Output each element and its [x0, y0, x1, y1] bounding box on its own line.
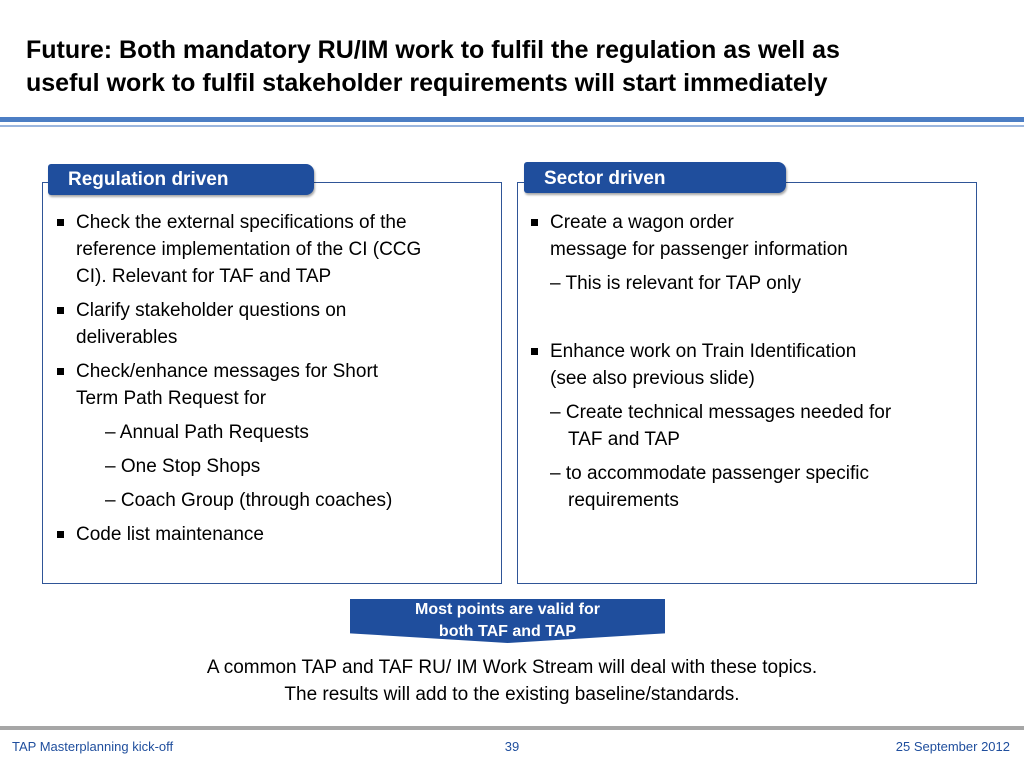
- summary-text: A common TAP and TAF RU/ IM Work Stream …: [0, 654, 1024, 708]
- spacer: [530, 304, 970, 338]
- sector-tab: Sector driven: [524, 162, 786, 193]
- item-text: CI). Relevant for TAF and TAP: [76, 266, 332, 287]
- summary-line-1: A common TAP and TAF RU/ IM Work Stream …: [206, 657, 818, 678]
- item-text: Check/enhance messages for Short: [76, 361, 379, 382]
- slide-title: Future: Both mandatory RU/IM work to ful…: [26, 34, 1006, 100]
- sub-item: – Annual Path Requests: [105, 422, 309, 443]
- item-text: Check the external specifications of the: [76, 212, 407, 233]
- square-bullet-icon: [57, 307, 64, 314]
- footer-presentation-title: TAP Masterplanning kick-off: [12, 739, 174, 754]
- sub-item-text: requirements: [568, 490, 679, 511]
- sub-item: – One Stop Shops: [105, 456, 261, 477]
- slide-title-line-1: Future: Both mandatory RU/IM work to ful…: [26, 36, 840, 64]
- list-item: Code list maintenance: [56, 521, 494, 548]
- item-text: Code list maintenance: [76, 524, 264, 545]
- footer-date: 25 September 2012: [895, 739, 1010, 754]
- callout-line-2: both TAF and TAP: [438, 623, 577, 640]
- title-divider-thin: [0, 125, 1024, 127]
- item-text: Term Path Request for: [76, 388, 267, 409]
- sub-item: – Coach Group (through coaches): [105, 490, 393, 511]
- list-item: Clarify stakeholder questions on deliver…: [56, 297, 494, 351]
- square-bullet-icon: [531, 348, 538, 355]
- square-bullet-icon: [57, 219, 64, 226]
- regulation-content: Check the external specifications of the…: [56, 209, 494, 555]
- item-text: Enhance work on Train Identification: [550, 341, 857, 362]
- sector-content: Create a wagon order message for passeng…: [530, 209, 970, 521]
- list-item: Create a wagon order message for passeng…: [530, 209, 970, 263]
- sector-panel: [517, 182, 977, 584]
- sub-item-text: TAF and TAP: [568, 429, 680, 450]
- square-bullet-icon: [531, 219, 538, 226]
- sub-item: – This is relevant for TAP only: [550, 273, 801, 294]
- sub-item-text: – to accommodate passenger specific: [550, 463, 869, 484]
- item-text: Clarify stakeholder questions on: [76, 300, 347, 321]
- sub-item: – Create technical messages needed for T…: [530, 399, 970, 453]
- item-text: reference implementation of the CI (CCG: [76, 239, 422, 260]
- list-item: Enhance work on Train Identification (se…: [530, 338, 970, 392]
- summary-line-2: The results will add to the existing bas…: [284, 684, 740, 705]
- title-divider-thick: [0, 117, 1024, 122]
- sub-item-text: – Create technical messages needed for: [550, 402, 892, 423]
- item-text: message for passenger information: [550, 239, 848, 260]
- regulation-tab: Regulation driven: [48, 164, 314, 195]
- item-text: Create a wagon order: [550, 212, 734, 233]
- callout-line-1: Most points are valid for: [415, 601, 600, 618]
- sub-item: – to accommodate passenger specific requ…: [530, 460, 970, 514]
- regulation-panel: [42, 182, 502, 584]
- callout-arrow: Most points are valid for both TAF and T…: [350, 599, 665, 643]
- item-text: deliverables: [76, 327, 178, 348]
- square-bullet-icon: [57, 531, 64, 538]
- item-text: (see also previous slide): [550, 368, 755, 389]
- slide-title-line-2: useful work to fulfil stakeholder requir…: [26, 69, 828, 97]
- footer-divider: [0, 726, 1024, 730]
- list-item: Check/enhance messages for Short Term Pa…: [56, 358, 494, 412]
- footer-page-number: 39: [504, 739, 520, 754]
- square-bullet-icon: [57, 368, 64, 375]
- list-item: Check the external specifications of the…: [56, 209, 494, 290]
